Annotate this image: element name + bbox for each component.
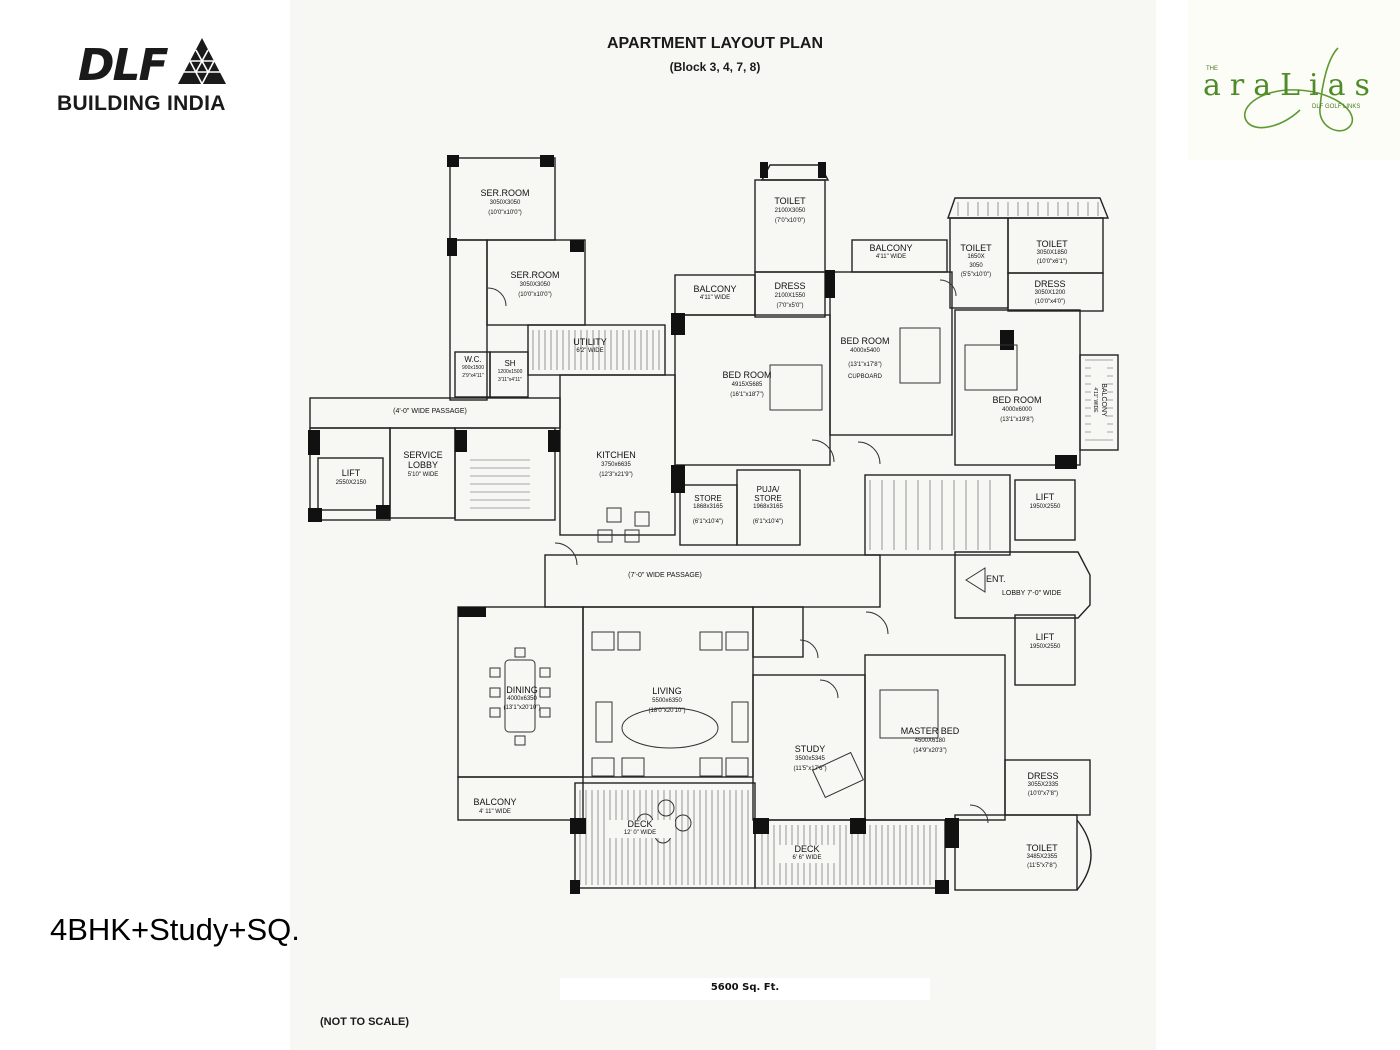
plan-subtitle: (Block 3, 4, 7, 8): [669, 60, 761, 74]
aralias-subtitle: DLF GOLF LINKS: [1312, 104, 1361, 110]
label-main-passage: (7'-0" WIDE PASSAGE): [628, 572, 702, 579]
label-toilet-2: TOILET 1650X 3050 (5'5"x10'0"): [960, 243, 992, 279]
label-deck-1: DECK 12' 0" WIDE: [605, 820, 675, 838]
dlf-triangle-icon: [178, 38, 226, 85]
label-deck-2: DECK 6' 6" WIDE: [775, 845, 839, 863]
label-service-lobby: SERVICE LOBBY 5'10" WIDE: [403, 450, 443, 478]
label-lift-2: LIFT 1950X2550: [1029, 632, 1061, 650]
label-entrance-lobby: LOBBY 7'-0" WIDE: [1002, 590, 1062, 597]
label-toilet-4: TOILET 3485X2355 (11'5"x7'8"): [1026, 843, 1058, 870]
plan-title: APARTMENT LAYOUT PLAN: [607, 35, 823, 52]
label-utility: UTILITY 6'2" WIDE: [573, 337, 607, 355]
aralias-wordmark: araLias: [1203, 68, 1379, 103]
aralias-swirl-icon: [1243, 47, 1354, 132]
aralias-prefix: THE: [1206, 66, 1218, 72]
label-wc: W.C. 900x1500 2'9"x4'11": [462, 355, 484, 380]
label-bed-room-1: BED ROOM 4915X5685 (16'1"x18'7"): [722, 370, 772, 398]
area-label: 5600 Sq. Ft.: [560, 978, 930, 1000]
label-master-bed: MASTER BED 4500X6180 (14'9"x20'3"): [900, 726, 960, 754]
dlf-tagline: BUILDING INDIA: [57, 92, 226, 115]
label-balcony-2: BALCONY 4'11" WIDE: [869, 243, 913, 261]
label-ser-room-1: SER.ROOM 3050X3050 (10'0"x10'0"): [480, 188, 530, 216]
dlf-logo-text: DLF: [78, 40, 169, 91]
label-kitchen: KITCHEN 3750x6635 (12'3"x21'9"): [596, 450, 636, 478]
label-balcony-4: BALCONY 4' 11" WIDE: [473, 797, 517, 815]
label-service-lift: LIFT 2550X2150: [335, 468, 367, 486]
label-dress-2: DRESS 3050X1200 (10'0"x4'0"): [1034, 279, 1066, 306]
label-puja-store: PUJA/ STORE 1968x3165 (6'1"x10'4"): [752, 485, 784, 525]
label-balcony-1: BALCONY 4'11" WIDE: [693, 284, 737, 302]
aralias-logo: [1188, 0, 1400, 160]
label-dining: DINING 4000x6350 (13'1"x20'10"): [503, 685, 541, 712]
label-bed-room-3: BED ROOM 4000x6000 (13'1"x19'8"): [992, 395, 1042, 423]
scale-note: (NOT TO SCALE): [320, 1016, 410, 1028]
label-living: LIVING 5500x6350 (18'0"x20'10"): [648, 686, 686, 714]
label-store: STORE 1868x3165 (6'1"x10'4"): [692, 494, 724, 525]
plan-sheet: [290, 0, 1156, 1050]
label-ser-room-2: SER.ROOM 3050X3050 (10'0"x10'0"): [510, 270, 560, 298]
label-study: STUDY 3500x5345 (11'5"x17'6"): [793, 744, 827, 772]
label-dress-1: DRESS 2100X1550 (7'0"x5'0"): [774, 281, 806, 309]
label-balcony-3: BALCONY 4'11" WIDE: [1091, 365, 1107, 435]
label-toilet-1: TOILET 2100X3050 (7'0"x10'0"): [774, 196, 806, 224]
label-lift-1: LIFT 1950X2550: [1029, 492, 1061, 510]
label-toilet-3: TOILET 3050X1850 (10'0"x6'1"): [1036, 239, 1068, 266]
label-dress-3: DRESS 3055X2335 (10'0"x7'8"): [1027, 771, 1059, 798]
label-sh: SH 1200x1500 3'11"x4'11": [497, 359, 523, 384]
label-bed-room-2: BED ROOM 4000x5400 (13'1"x17'8") CUPBOAR…: [840, 336, 890, 380]
label-entrance: ENT.: [986, 574, 1006, 584]
configuration-label: 4BHK+Study+SQ.: [50, 912, 300, 947]
label-service-passage: (4'-0" WIDE PASSAGE): [393, 408, 467, 415]
